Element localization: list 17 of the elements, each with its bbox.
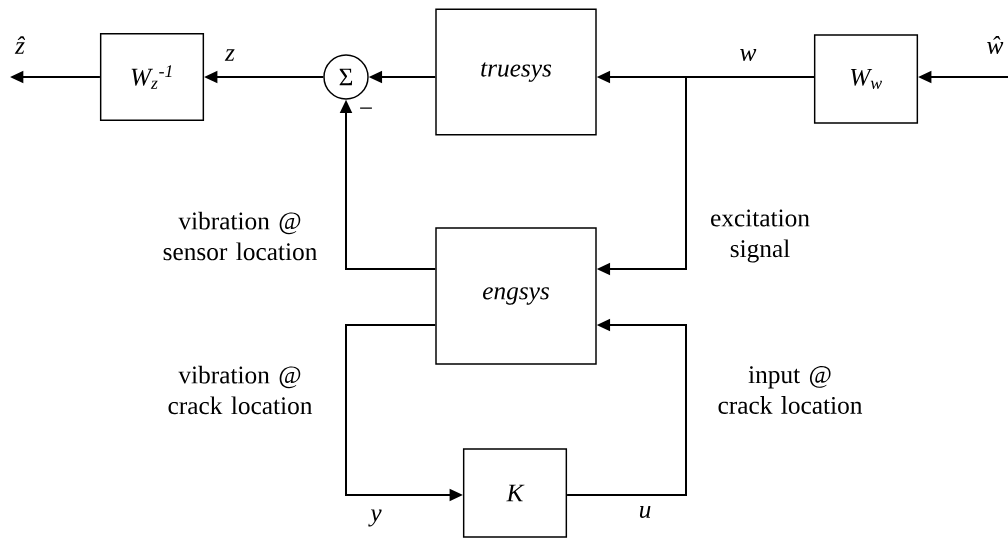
signal-label: ŵ — [985, 34, 1005, 56]
signal-label: vibration @ sensor location — [163, 211, 317, 261]
block-box: truesys — [435, 8, 597, 136]
block-box: K — [462, 448, 568, 538]
signal-label: u — [637, 504, 653, 520]
signal-label: excitation signal — [711, 209, 810, 263]
signal-label: z — [223, 47, 237, 63]
signal-label: y — [368, 508, 383, 528]
block-box: W$_{z}$-1 — [99, 32, 205, 122]
signal-label: w — [738, 47, 758, 63]
block-box: engsys — [435, 227, 597, 365]
signal-label: vibration @ crack location — [168, 365, 313, 415]
signal-label: ẑ — [13, 34, 27, 56]
signal-label: input @ crack location — [718, 366, 863, 414]
block-box: W$_{w}$ — [813, 34, 919, 124]
sign-label: − — [360, 107, 372, 109]
summing-junction: Σ — [323, 54, 369, 100]
